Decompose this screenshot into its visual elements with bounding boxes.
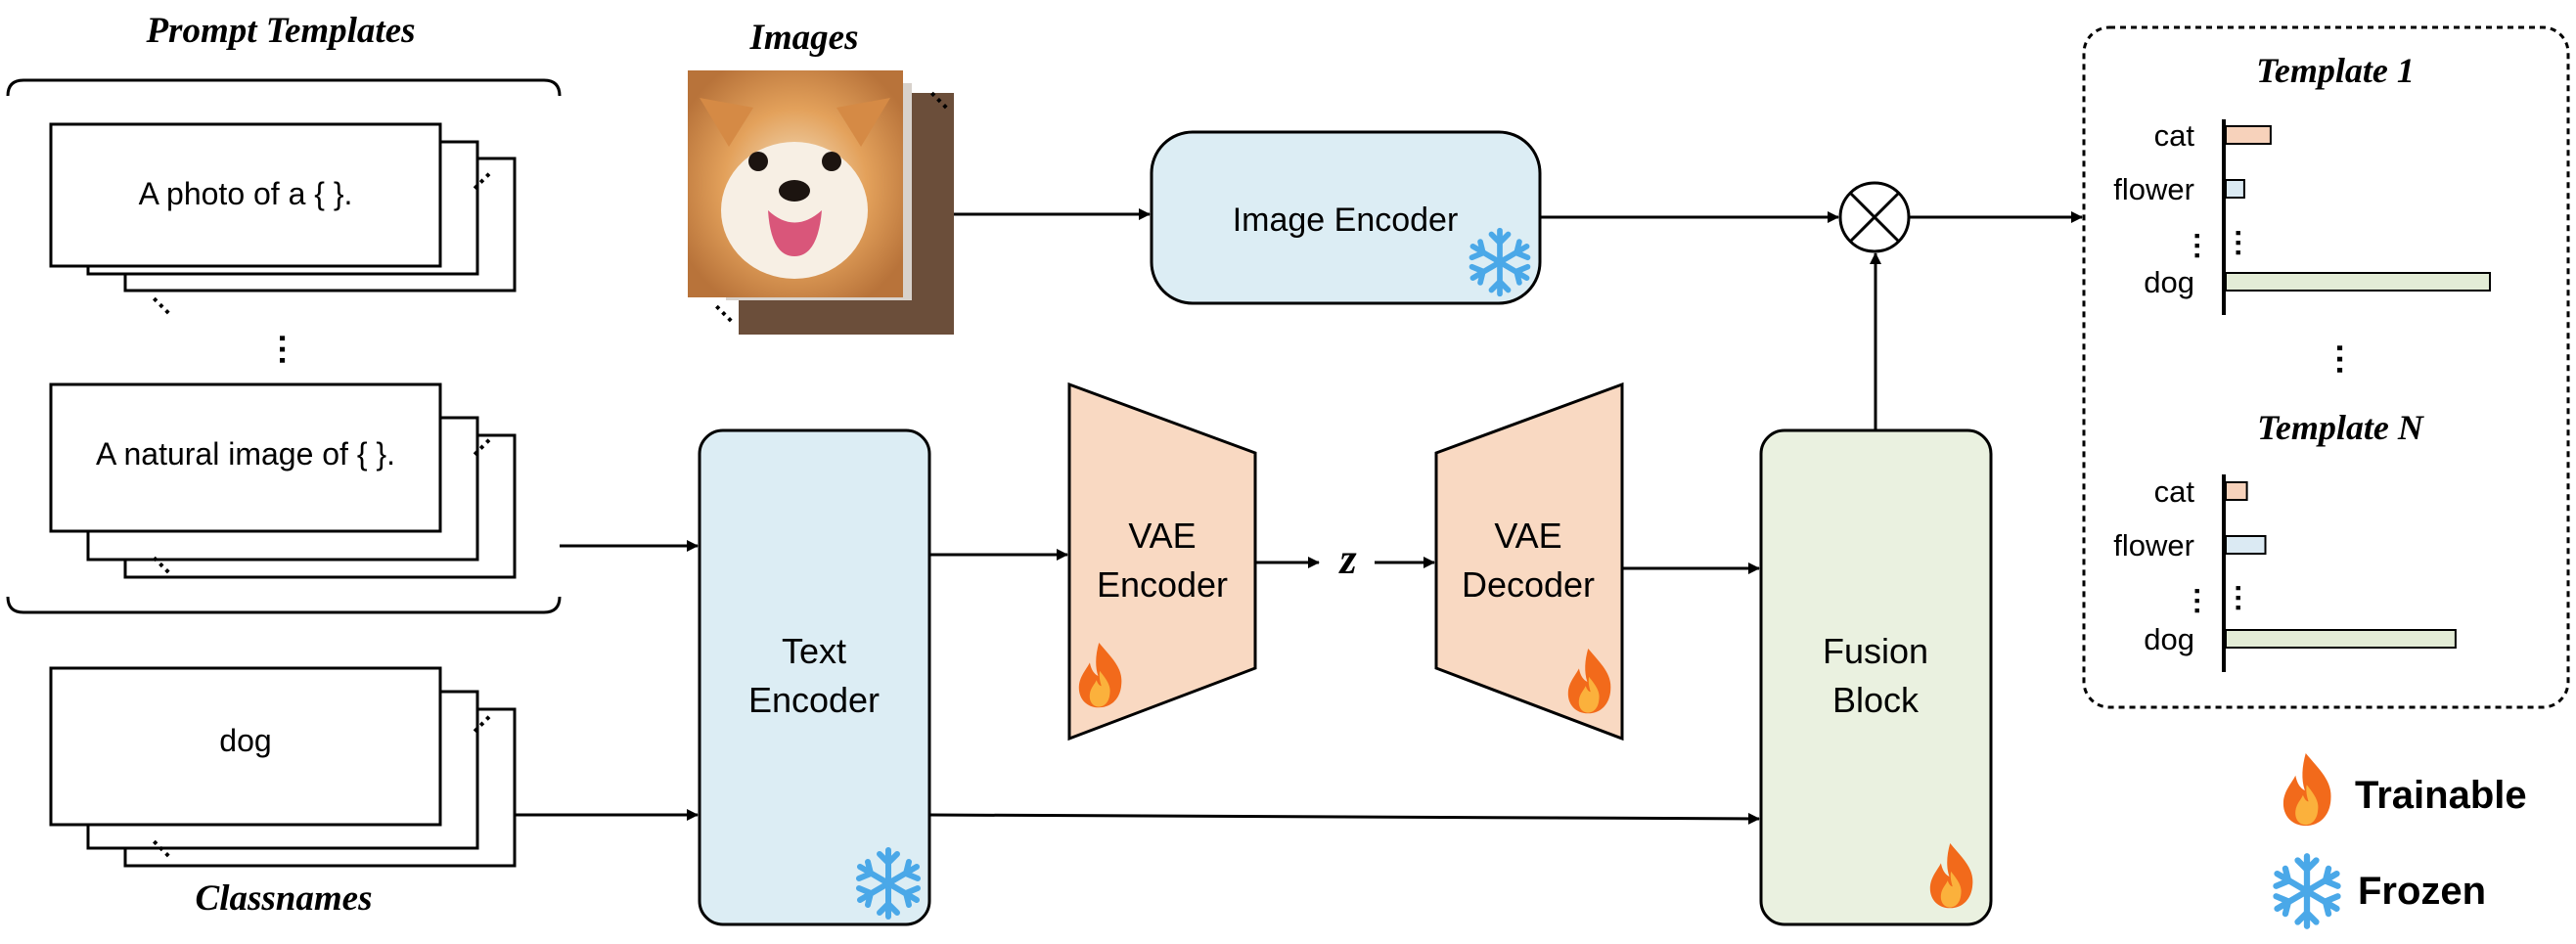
multiply-node — [1838, 181, 1911, 253]
fusion-block-label-1: Fusion — [1823, 631, 1928, 671]
template-1-label-ellipsis: ··· — [2181, 232, 2213, 261]
legend-trainable-label: Trainable — [2355, 774, 2527, 817]
vae-encoder-label-2: Encoder — [1097, 564, 1228, 605]
text-encoder-block — [698, 428, 931, 926]
text-encoder-label-2: Encoder — [748, 680, 880, 720]
legend-fire-icon — [2282, 753, 2331, 827]
prompt-text-1: A photo of a { }. — [139, 176, 353, 211]
vae-decoder-label-1: VAE — [1494, 516, 1561, 556]
template-n-title: Template N — [2257, 408, 2425, 447]
template-n-label-ellipsis: ··· — [2181, 587, 2213, 616]
classnames-heading: Classnames — [196, 878, 373, 919]
latent-z-label: z — [1337, 535, 1356, 583]
svg-text:···: ··· — [143, 287, 182, 326]
bar-label-flower: flower — [2113, 528, 2194, 562]
prompt-text-2: A natural image of { }. — [96, 436, 395, 472]
bar-cat — [2225, 125, 2272, 145]
template-1-title: Template 1 — [2256, 51, 2415, 90]
fusion-block — [1759, 428, 1993, 926]
vae-decoder-label-2: Decoder — [1462, 564, 1595, 605]
bar-flower — [2225, 179, 2245, 199]
dog-image-stack: ··· ··· — [688, 70, 959, 335]
bar-label-flower: flower — [2113, 172, 2194, 206]
bar-label-dog: dog — [2144, 622, 2194, 656]
template-n-bar-ellipsis: ··· — [2222, 584, 2254, 613]
text-encoder-label-1: Text — [782, 631, 846, 671]
vae-encoder-block — [1067, 382, 1257, 742]
vae-decoder-block — [1434, 382, 1624, 742]
images-heading: Images — [749, 18, 859, 58]
bar-label-dog: dog — [2144, 265, 2194, 299]
bar-label-cat: cat — [2154, 118, 2195, 153]
classname-text: dog — [219, 723, 271, 758]
fusion-block-label-2: Block — [1832, 680, 1920, 720]
prompt-templates-heading: Prompt Templates — [145, 11, 415, 51]
classname-stack: ··· ··· — [49, 666, 517, 869]
template-1-bars: cat flower dog — [2113, 118, 2491, 299]
bar-label-cat: cat — [2154, 474, 2195, 509]
bar-dog — [2225, 272, 2491, 292]
template-1-bar-ellipsis: ··· — [2222, 229, 2254, 258]
bar-dog — [2225, 629, 2457, 649]
vae-encoder-label-1: VAE — [1128, 516, 1196, 556]
template-n-bars: cat flower dog — [2113, 474, 2457, 656]
prompt-templates-bottom-brace — [6, 596, 562, 614]
bar-cat — [2225, 481, 2248, 501]
arrow-text-encoder-to-fusion — [928, 812, 1760, 825]
prompt-stack-2: ··· ··· — [49, 382, 517, 585]
prompt-templates-top-brace — [6, 78, 562, 97]
legend-frozen-label: Frozen — [2358, 870, 2486, 913]
image-encoder-label: Image Encoder — [1233, 202, 1459, 239]
bar-flower — [2225, 535, 2267, 555]
legend-snowflake-icon — [2277, 856, 2338, 925]
prompt-ellipsis: ··· — [263, 334, 300, 367]
output-panel — [2082, 25, 2570, 709]
connectors — [515, 208, 2083, 825]
templates-ellipsis: ··· — [2321, 343, 2358, 377]
prompt-stack-1: ··· ··· — [49, 122, 517, 326]
